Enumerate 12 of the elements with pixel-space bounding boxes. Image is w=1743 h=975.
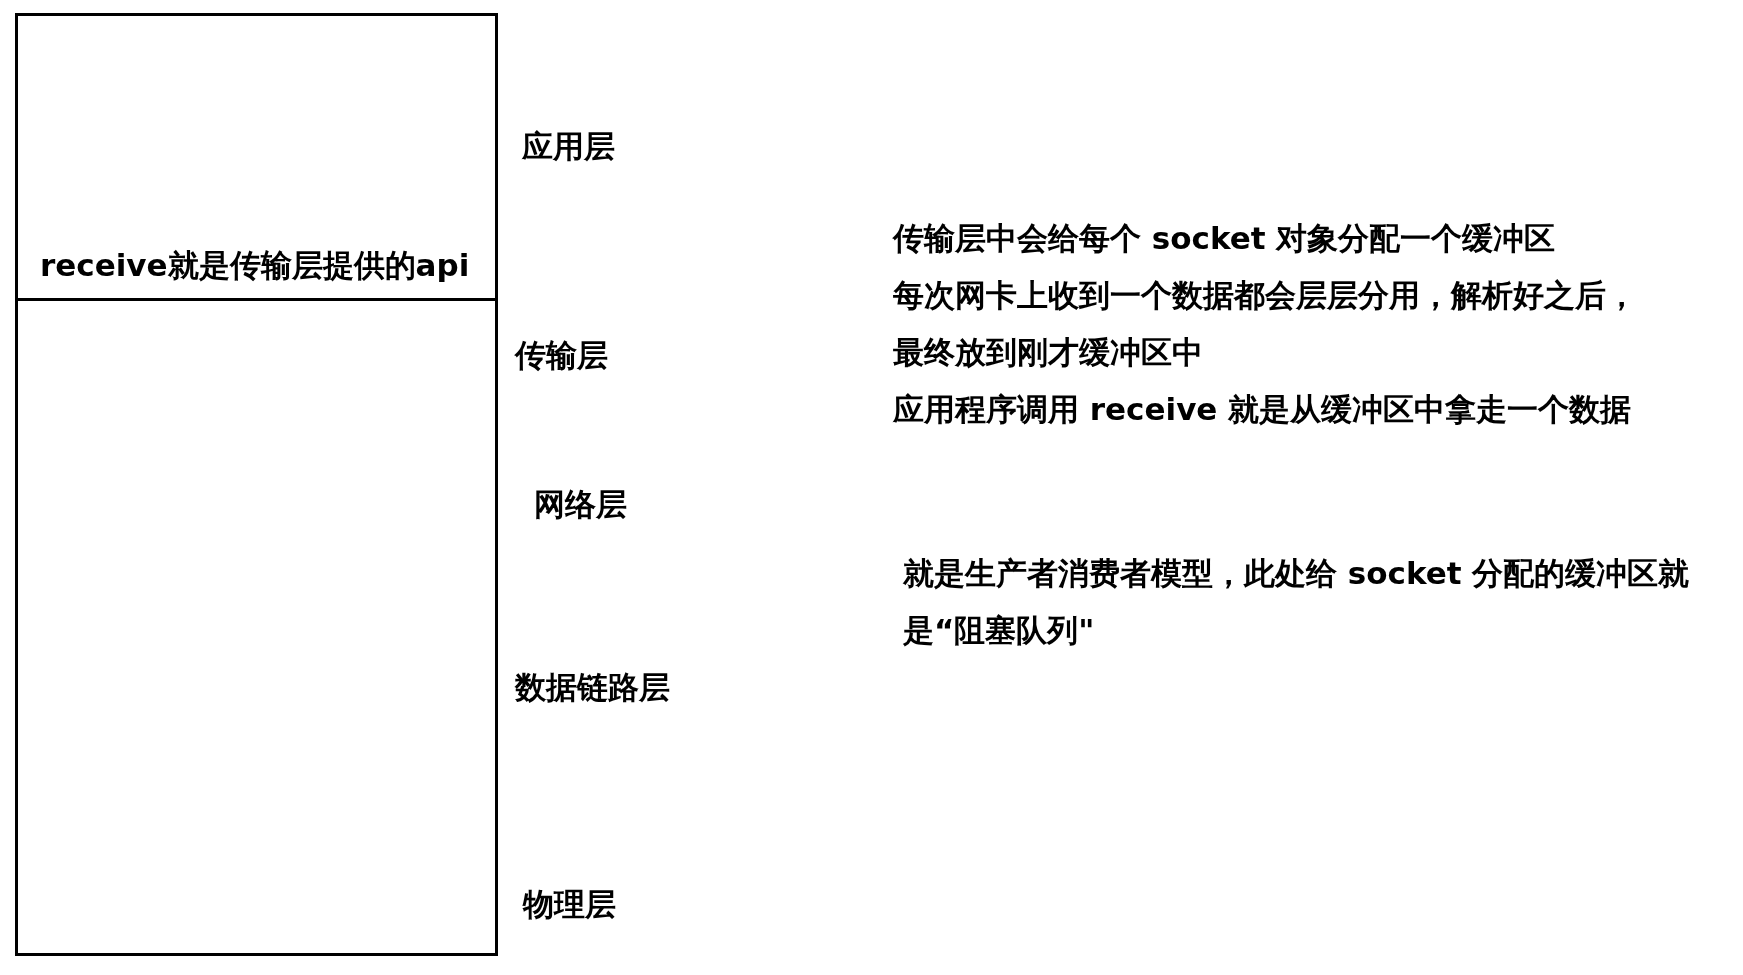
note-text: 应用程序调用 receive 就是从缓冲区中拿走一个数据 xyxy=(893,390,1633,429)
layer-label: 网络层 xyxy=(534,486,627,524)
note-text: 每次网卡上收到一个数据都会层层分用，解析好之后，最终放到刚才缓冲区中 xyxy=(893,276,1638,372)
layer-label: 物理层 xyxy=(523,886,616,924)
note-text: 传输层中会给每个 socket 对象分配一个缓冲区 xyxy=(893,219,1557,258)
layer-label: 传输层 xyxy=(515,337,608,375)
box-section xyxy=(15,298,498,956)
layer-box xyxy=(15,13,498,301)
layer-label: 数据链路层 xyxy=(515,669,670,707)
note-text: 就是生产者消费者模型，此处给 socket 分配的缓冲区就是“阻塞队列" xyxy=(903,554,1691,650)
layer-label: 应用层 xyxy=(522,128,615,166)
box-text: receive就是传输层提供的api xyxy=(40,246,470,284)
